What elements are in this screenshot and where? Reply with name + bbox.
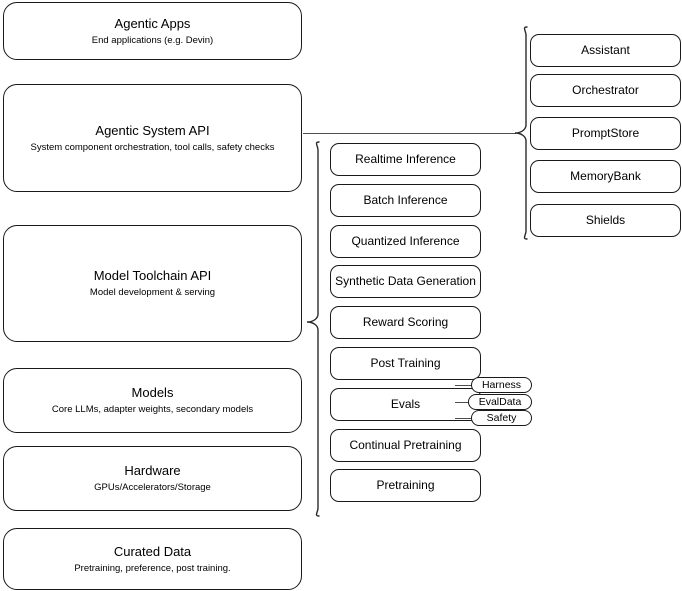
component-box-shields[interactable]: Shields	[530, 204, 681, 237]
eval-pill-harness[interactable]: Harness	[471, 377, 532, 393]
component-box-promptstore[interactable]: PromptStore	[530, 117, 681, 150]
capability-box-realtime-inference[interactable]: Realtime Inference	[330, 143, 481, 176]
eval-pill-safety[interactable]: Safety	[471, 410, 532, 426]
eval-pill-evaldata[interactable]: EvalData	[468, 394, 532, 410]
component-label: MemoryBank	[570, 169, 641, 183]
component-box-memorybank[interactable]: MemoryBank	[530, 160, 681, 193]
brace-system-components	[513, 25, 529, 243]
capability-label: Evals	[390, 397, 421, 411]
capability-label: Continual Pretraining	[349, 438, 462, 452]
capability-box-continual-pretraining[interactable]: Continual Pretraining	[330, 429, 481, 462]
capability-box-post-training[interactable]: Post Training	[330, 347, 481, 380]
capability-label: Realtime Inference	[355, 152, 456, 166]
layer-subtitle: System component orchestration, tool cal…	[30, 141, 275, 153]
capability-label: Batch Inference	[363, 193, 448, 207]
brace-toolchain-capabilities	[305, 140, 321, 520]
layer-subtitle: Pretraining, preference, post training.	[74, 562, 231, 574]
component-label: PromptStore	[571, 126, 640, 140]
layer-title: Models	[131, 385, 174, 400]
eval-pill-label: EvalData	[478, 396, 522, 408]
capability-label: Post Training	[370, 356, 441, 370]
capability-box-batch-inference[interactable]: Batch Inference	[330, 184, 481, 217]
layer-box-agentic-system-api[interactable]: Agentic System API System component orch…	[3, 84, 302, 192]
eval-pill-label: Safety	[486, 412, 517, 424]
layer-title: Agentic System API	[95, 122, 210, 138]
layer-box-curated-data[interactable]: Curated Data Pretraining, preference, po…	[3, 528, 302, 590]
layer-box-models[interactable]: Models Core LLMs, adapter weights, secon…	[3, 368, 302, 433]
capability-label: Synthetic Data Generation	[335, 274, 476, 288]
layer-subtitle: Core LLMs, adapter weights, secondary mo…	[51, 404, 254, 415]
capability-box-quantized-inference[interactable]: Quantized Inference	[330, 225, 481, 258]
layer-subtitle: Model development & serving	[89, 287, 216, 298]
connector-line-system-api-to-components	[303, 133, 516, 134]
layer-subtitle: End applications (e.g. Devin)	[91, 34, 214, 46]
capability-label: Pretraining	[376, 478, 435, 492]
layer-title: Hardware	[124, 463, 181, 478]
capability-label: Reward Scoring	[362, 315, 449, 329]
component-label: Orchestrator	[572, 83, 639, 97]
layer-title: Model Toolchain API	[93, 268, 212, 283]
layer-title: Curated Data	[113, 543, 192, 559]
capability-box-reward-scoring[interactable]: Reward Scoring	[330, 306, 481, 339]
layer-box-model-toolchain-api[interactable]: Model Toolchain API Model development & …	[3, 225, 302, 342]
layer-title: Agentic Apps	[114, 15, 191, 31]
component-label: Assistant	[581, 43, 630, 57]
component-label: Shields	[585, 213, 626, 227]
component-box-orchestrator[interactable]: Orchestrator	[530, 74, 681, 107]
capability-box-evals[interactable]: Evals	[330, 388, 481, 421]
capability-box-synthetic-data-generation[interactable]: Synthetic Data Generation	[330, 265, 481, 298]
layer-box-agentic-apps[interactable]: Agentic Apps End applications (e.g. Devi…	[3, 2, 302, 60]
eval-pill-label: Harness	[481, 379, 522, 391]
layer-box-hardware[interactable]: Hardware GPUs/Accelerators/Storage	[3, 446, 302, 511]
component-box-assistant[interactable]: Assistant	[530, 34, 681, 67]
capability-label: Quantized Inference	[351, 234, 460, 248]
layer-subtitle: GPUs/Accelerators/Storage	[94, 482, 211, 493]
capability-box-pretraining[interactable]: Pretraining	[330, 469, 481, 502]
